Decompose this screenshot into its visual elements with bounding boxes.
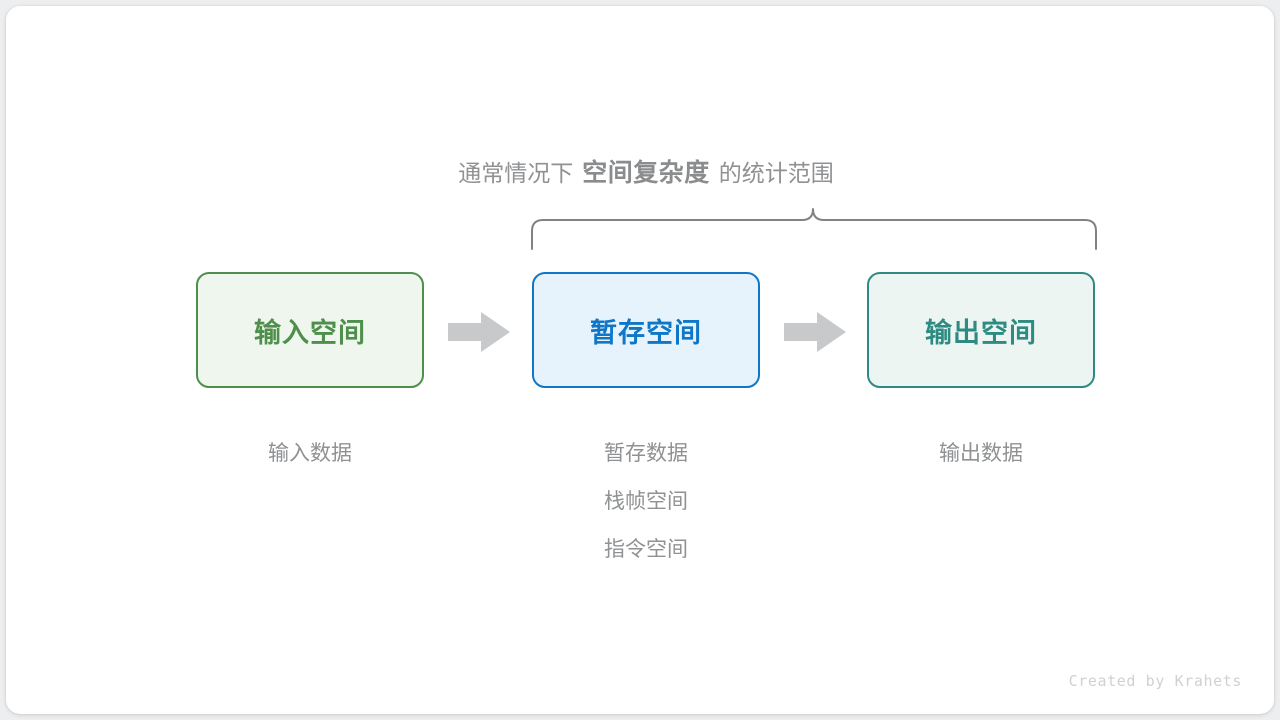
diagram-canvas: 通常情况下空间复杂度的统计范围 输入空间 暂存空间 输出空间 输入数据 暂存数据…	[6, 6, 1274, 714]
right-arrow-icon	[448, 312, 510, 352]
box-input-space-label: 输入空间	[254, 317, 366, 348]
caption-input-space: 输入数据	[160, 430, 460, 478]
range-brace-icon	[531, 208, 1097, 250]
box-output-space[interactable]: 输出空间	[867, 272, 1095, 388]
caption-temp-space: 暂存数据 栈帧空间 指令空间	[496, 430, 796, 574]
caption-line: 暂存数据	[604, 442, 688, 465]
box-output-space-label: 输出空间	[925, 317, 1037, 348]
caption-line: 输出数据	[939, 442, 1023, 465]
caption-line: 栈帧空间	[604, 490, 688, 513]
diagram-heading: 通常情况下空间复杂度的统计范围	[6, 156, 1274, 190]
watermark-credit: Created by Krahets	[1068, 672, 1242, 690]
right-arrow-icon	[784, 312, 846, 352]
heading-suffix: 的统计范围	[718, 160, 834, 186]
heading-emphasis: 空间复杂度	[582, 159, 710, 187]
box-input-space[interactable]: 输入空间	[196, 272, 424, 388]
caption-output-space: 输出数据	[831, 430, 1131, 478]
range-brace	[521, 198, 1107, 258]
caption-line: 输入数据	[268, 442, 352, 465]
arrow-temp-to-output	[784, 311, 846, 353]
heading-prefix: 通常情况下	[458, 160, 574, 186]
box-temp-space-label: 暂存空间	[590, 317, 702, 348]
arrow-input-to-temp	[448, 311, 510, 353]
box-temp-space[interactable]: 暂存空间	[532, 272, 760, 388]
caption-line: 指令空间	[604, 538, 688, 561]
